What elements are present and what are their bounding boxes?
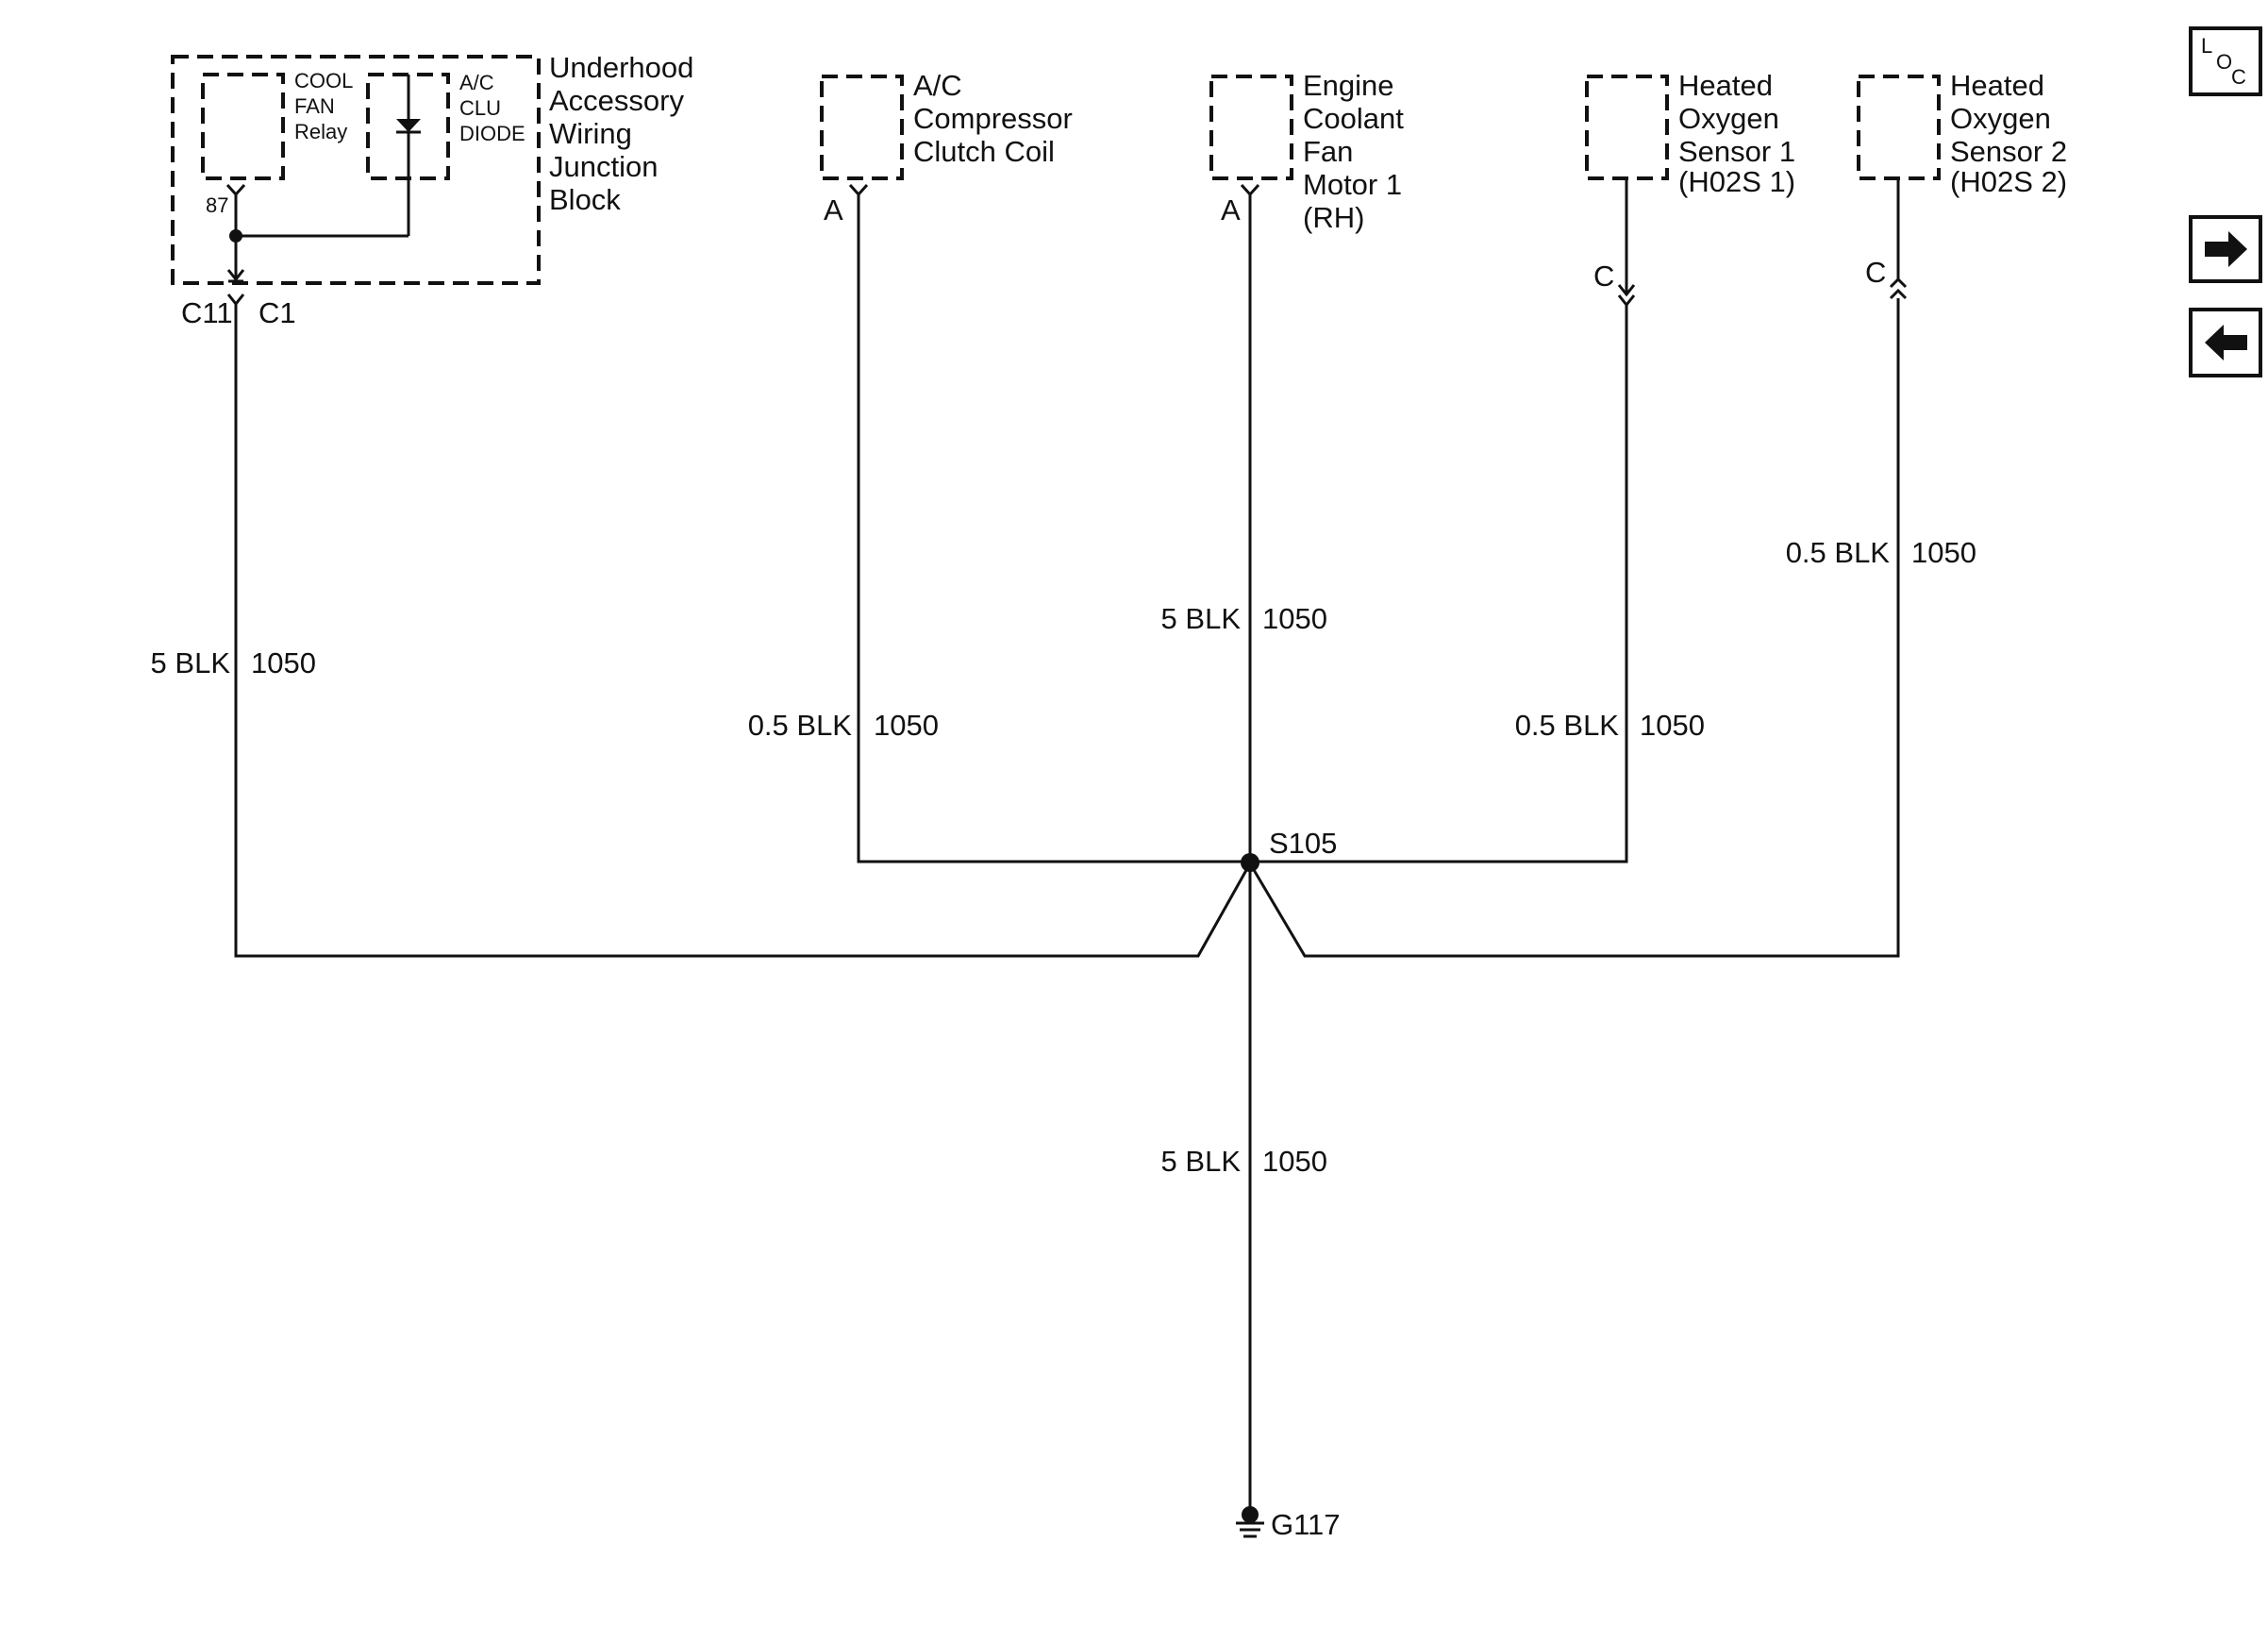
- ground-label: G117: [1271, 1508, 1341, 1541]
- wire-ho2s2-circuit: 1050: [1911, 536, 1976, 569]
- ho2s1-connector-lower: [1617, 294, 1636, 308]
- next-page-button[interactable]: [2189, 215, 2262, 283]
- ac-clutch-box: [820, 75, 904, 180]
- ho2s2-component: C Heated Oxygen Sensor 2 (H02S 2): [1857, 69, 2067, 300]
- ac-clutch-title-2: Compressor: [913, 102, 1073, 135]
- ac-clutch-title-3: Clutch Coil: [913, 135, 1055, 168]
- splice-s105-dot: [1241, 853, 1259, 872]
- fan-motor-title-1: Engine: [1303, 69, 1394, 102]
- fan-motor-component: A Engine Coolant Fan Motor 1 (RH): [1209, 69, 1404, 234]
- fan-motor-title-3: Fan: [1303, 135, 1353, 168]
- ho2s1-title-4: (H02S 1): [1678, 165, 1795, 198]
- relay-label-3: Relay: [294, 120, 347, 143]
- left-arrow-icon: [2205, 325, 2247, 360]
- junction-block-outline: [171, 55, 541, 285]
- ho2s1-pin: C: [1593, 260, 1614, 293]
- ho2s2-title-3: Sensor 2: [1950, 135, 2067, 168]
- relay-pin-label: 87: [206, 193, 228, 217]
- fan-motor-title-2: Coolant: [1303, 102, 1404, 135]
- ho2s2-title-4: (H02S 2): [1950, 165, 2067, 198]
- location-icon-letter-l: L: [2201, 34, 2212, 58]
- diode-label-1: A/C: [459, 71, 494, 94]
- wire-ac-clutch-size: 0.5 BLK: [748, 709, 853, 742]
- ho2s2-pin: C: [1865, 256, 1886, 289]
- diode-label-2: CLU: [459, 96, 501, 120]
- relay-label-1: COOL: [294, 69, 353, 92]
- wire-junction: [234, 304, 1252, 958]
- junction-title-5: Block: [549, 183, 621, 216]
- diode-icon: [396, 75, 421, 236]
- wire-junction-size: 5 BLK: [151, 646, 231, 679]
- location-icon-letter-o: O: [2216, 50, 2232, 74]
- wire-ho2s1: [1250, 305, 1628, 863]
- location-button[interactable]: L O C: [2189, 26, 2262, 96]
- junction-title-3: Wiring: [549, 117, 632, 150]
- ho2s2-connector-lower: [1889, 288, 1908, 300]
- ground-wiring: [234, 194, 1900, 1538]
- junction-title-1: Underhood: [549, 51, 693, 84]
- wire-ground-run-circuit: 1050: [1262, 1145, 1327, 1178]
- relay-label-2: FAN: [294, 94, 335, 118]
- wire-ho2s1-circuit: 1050: [1640, 709, 1705, 742]
- ho2s1-title-2: Oxygen: [1678, 102, 1779, 135]
- wire-ho2s2: [1248, 298, 1900, 958]
- cool-fan-relay-box: [201, 73, 285, 180]
- wire-ho2s2-size: 0.5 BLK: [1786, 536, 1891, 569]
- ho2s1-component: C Heated Oxygen Sensor 1 (H02S 1): [1585, 69, 1795, 308]
- ho2s2-title-1: Heated: [1950, 69, 2044, 102]
- wire-fan-motor-circuit: 1050: [1262, 602, 1327, 635]
- ac-compressor-clutch-component: A A/C Compressor Clutch Coil: [820, 69, 1073, 226]
- wire-ac-clutch: [857, 194, 1250, 863]
- fan-motor-title-4: Motor 1: [1303, 168, 1402, 201]
- fan-motor-connector: [1240, 183, 1260, 197]
- right-arrow-icon: [2205, 231, 2247, 267]
- wire-ho2s1-size: 0.5 BLK: [1515, 709, 1620, 742]
- ac-clutch-pin: A: [824, 193, 843, 226]
- ho2s2-connector-upper: [1889, 277, 1908, 289]
- c11-arrow: [226, 269, 245, 282]
- fan-motor-pin: A: [1221, 193, 1241, 226]
- wire-junction-circuit: 1050: [251, 646, 316, 679]
- ho2s1-title-3: Sensor 1: [1678, 135, 1795, 168]
- splice-label: S105: [1269, 827, 1337, 860]
- wire-ac-clutch-circuit: 1050: [874, 709, 939, 742]
- wire-labels: 5 BLK 1050 0.5 BLK 1050 5 BLK 1050 0.5 B…: [151, 536, 1976, 1541]
- fan-motor-title-5: (RH): [1303, 201, 1364, 234]
- junction-title-2: Accessory: [549, 84, 684, 117]
- location-icon: [2189, 26, 2262, 96]
- junction-title-4: Junction: [549, 150, 658, 183]
- connector-c1-label: C1: [258, 296, 296, 329]
- wire-ground-run-size: 5 BLK: [1161, 1145, 1242, 1178]
- relay-pin-connector: [225, 183, 246, 197]
- ho2s1-title-1: Heated: [1678, 69, 1773, 102]
- connector-c11-label: C11: [181, 296, 233, 329]
- ho2s1-box: [1585, 75, 1669, 180]
- ac-clutch-title-1: A/C: [913, 69, 962, 102]
- previous-page-button[interactable]: [2189, 308, 2262, 377]
- location-icon-letter-c: C: [2231, 65, 2246, 89]
- ho2s1-connector-upper: [1617, 284, 1636, 297]
- junction-block: 87 COOL FAN Relay A/C CLU DIODE Underhoo…: [171, 51, 693, 329]
- wire-fan-motor-size: 5 BLK: [1161, 602, 1242, 635]
- diode-label-3: DIODE: [459, 122, 525, 145]
- ho2s2-box: [1857, 75, 1941, 180]
- ground-icon: [1236, 1506, 1264, 1538]
- ac-clutch-connector: [848, 183, 869, 197]
- fan-motor-box: [1209, 75, 1293, 180]
- ho2s2-title-2: Oxygen: [1950, 102, 2051, 135]
